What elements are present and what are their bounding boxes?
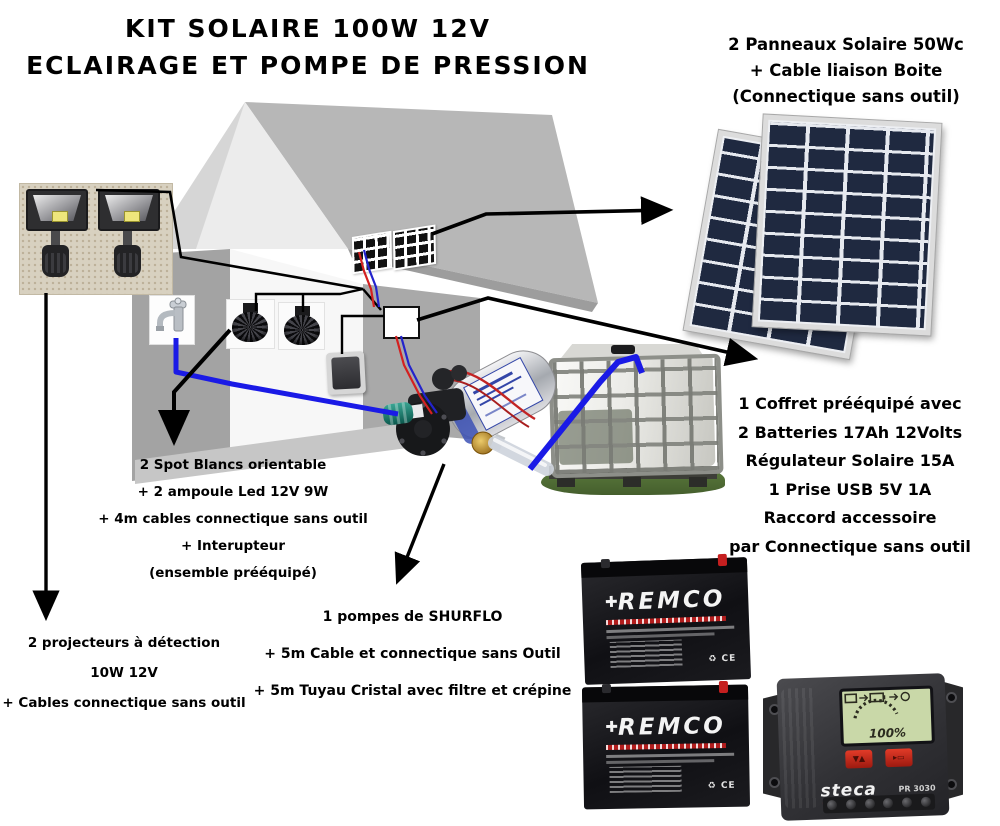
- annotation-line: 2 Panneaux Solaire 50Wc: [728, 35, 964, 54]
- annotation-line: 10W 12V: [90, 665, 158, 681]
- spot-bracket: [243, 303, 258, 313]
- floodlight-left: [24, 184, 88, 288]
- controller-lcd: 100%: [838, 685, 935, 747]
- charge-controller-photo: 100% ▼▲ ▸▭ steca PR 3030: [763, 672, 963, 822]
- screw-hole: [771, 779, 778, 786]
- annotation-line: + Cables connectique sans outil: [2, 695, 246, 711]
- annotation-line: + 5m Tuyau Cristal avec filtre et crépin…: [253, 683, 572, 699]
- faucet-card: [150, 296, 194, 344]
- annotation-line: 2 projecteurs à détection: [27, 635, 221, 651]
- spot-lamp: [284, 315, 320, 345]
- arrow-to-spots-label: [158, 328, 232, 446]
- annotation-line: par Connectique sans outil: [729, 536, 971, 556]
- pallet-foot: [689, 477, 707, 487]
- annotation-line: + 5m Cable et connectique sans Outil: [264, 646, 561, 662]
- junction-box: [383, 306, 420, 339]
- annotation-line: Régulateur Solaire 15A: [745, 451, 955, 470]
- spot-lamp: [232, 312, 268, 342]
- wire-spots: [254, 287, 364, 311]
- annotation-line: 1 Prise USB 5V 1A: [768, 479, 932, 499]
- title-line-2: ECLAIRAGE ET POMPE DE PRESSION: [26, 51, 590, 80]
- floodlights-photo: [20, 184, 172, 294]
- floodlight-stem: [51, 231, 60, 245]
- screw-hole: [771, 706, 778, 713]
- pipe-faucet: [173, 338, 399, 417]
- coffret-annotation: 1 Coffret prééquipé avec 2 Batteries 17A…: [700, 390, 1000, 561]
- panels-annotation: 2 Panneaux Solaire 50Wc + Cable liaison …: [690, 32, 1000, 110]
- clear-hose: [488, 436, 554, 476]
- arrow-to-coffret: [416, 296, 759, 367]
- motion-sensor: [42, 245, 69, 277]
- pompe-annotation: 1 pompes de SHURFLO + 5m Cable et connec…: [245, 599, 580, 710]
- annotation-line: + Interupteur: [180, 538, 286, 554]
- projecteurs-annotation: 2 projecteurs à détection 10W 12V + Cabl…: [0, 628, 248, 718]
- pallet-foot: [623, 477, 641, 487]
- pipe-tank: [527, 354, 645, 471]
- house-floor: [135, 420, 430, 484]
- wire-blue-pump: [399, 335, 438, 414]
- annotation-line: 2 Batteries 17Ah 12Volts: [737, 422, 963, 442]
- annotation-line: + 2 ampoule Led 12V 9W: [137, 484, 329, 500]
- wire-red-roof: [357, 251, 376, 308]
- faucet-icon: [156, 297, 187, 332]
- annotation-line: (Connectique sans outil): [732, 87, 960, 106]
- title-line-1: KIT SOLAIRE 100W 12V: [125, 14, 491, 43]
- annotation-line: Raccord accessoire: [763, 508, 937, 527]
- pallet-foot: [557, 477, 575, 487]
- spot-light-2: [279, 303, 324, 349]
- annotation-line: + Cable liaison Boite: [749, 61, 943, 80]
- annotation-line: 2 Spot Blancs orientable: [139, 457, 327, 473]
- wire-blue-roof: [362, 249, 381, 308]
- floodlight-head: [26, 189, 88, 231]
- floodlight-stem: [123, 231, 132, 245]
- motion-sensor: [114, 245, 141, 277]
- screw-hole: [948, 781, 955, 788]
- annotation-line: + 4m cables connectique sans outil: [98, 511, 368, 527]
- pump-photo: [383, 350, 556, 476]
- wire-floodlights: [95, 188, 364, 291]
- led-chip: [52, 211, 68, 222]
- wire-switch: [340, 314, 384, 354]
- annotation-line: (ensemble prééquipé): [149, 565, 317, 581]
- wire-red-pump: [394, 335, 433, 415]
- controller-body: 100% ▼▲ ▸▭ steca PR 3030: [776, 673, 950, 821]
- tank-cap: [611, 345, 635, 354]
- page-title: KIT SOLAIRE 100W 12V ECLAIRAGE ET POMPE …: [18, 10, 598, 84]
- water-tank-photo: [535, 332, 731, 495]
- arrow-to-pompe-label: [394, 463, 446, 585]
- screw-hole: [948, 694, 955, 701]
- arrow-to-panels: [431, 196, 674, 236]
- annotation-line: 1 Coffret prééquipé avec: [738, 394, 962, 413]
- spots-annotation: 2 Spot Blancs orientable + 2 ampoule Led…: [58, 452, 408, 587]
- annotation-line: 1 pompes de SHURFLO: [322, 609, 503, 625]
- lcd-icons: [844, 691, 910, 719]
- led-chip: [124, 211, 140, 222]
- spot-light-1: [227, 300, 274, 348]
- house-roof: [245, 102, 598, 303]
